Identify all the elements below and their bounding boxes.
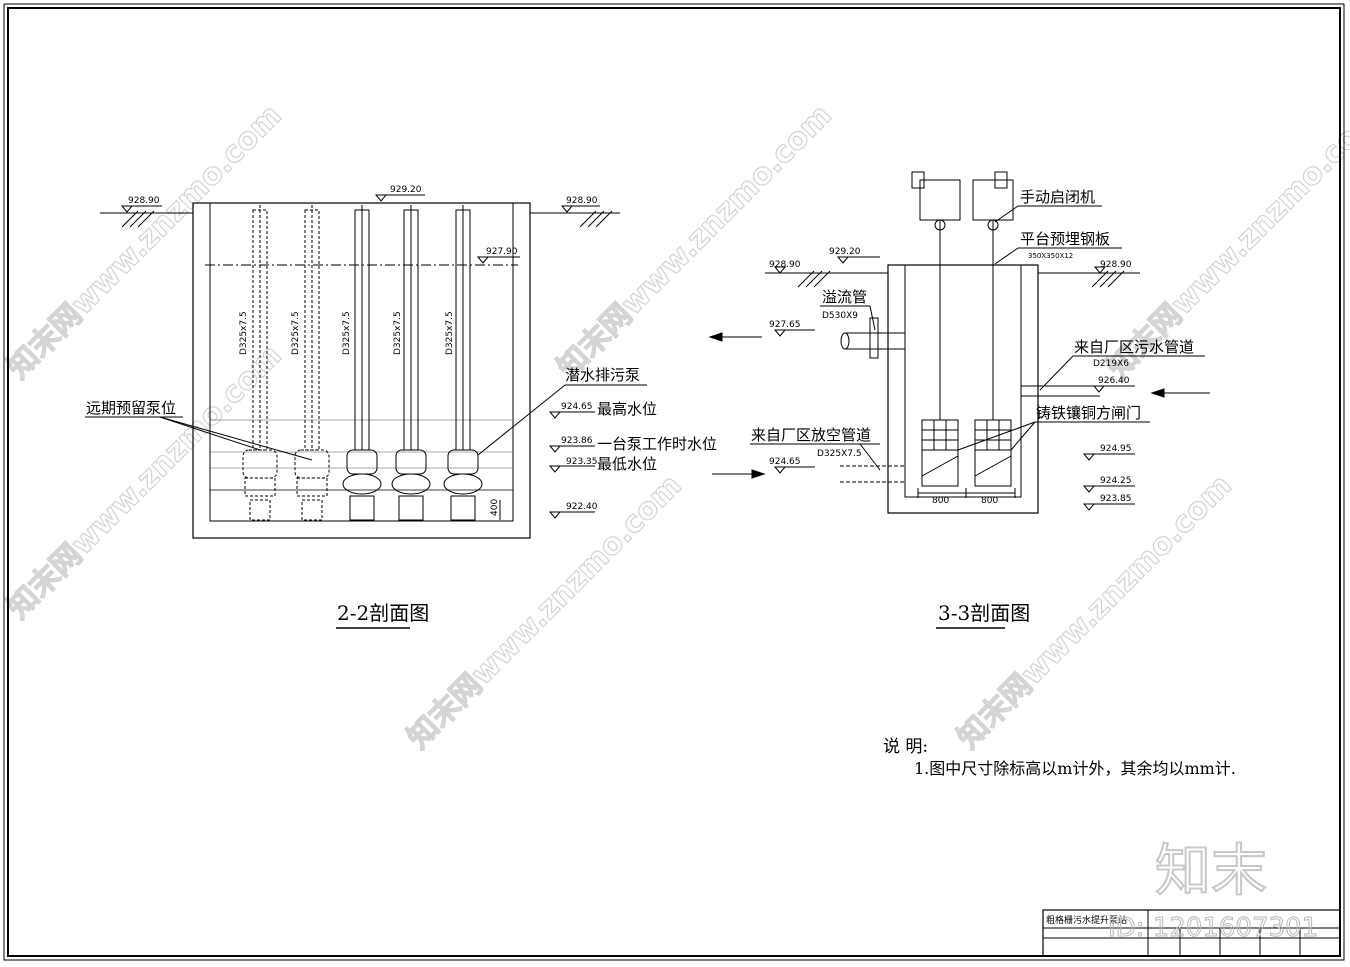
- overflow-pipe: [840, 317, 905, 359]
- label-max-level: 最高水位: [597, 400, 657, 418]
- label-inlet-pipe: 来自厂区污水管道: [1074, 338, 1194, 356]
- elevation-marker: 924.25: [1082, 476, 1135, 493]
- drain-pipe: [840, 465, 905, 483]
- id-watermark: ID: 1201607301: [1108, 913, 1318, 943]
- pipe-label: D325x7.5: [445, 311, 455, 355]
- pipe-label: D325x7.5: [239, 311, 249, 355]
- flow-arrow-out: [708, 332, 762, 342]
- elevation-marker: 924.65: [769, 457, 815, 474]
- leader-lines: [750, 205, 1205, 471]
- svg-text:923.86: 923.86: [561, 436, 593, 446]
- svg-text:924.65: 924.65: [561, 402, 593, 412]
- ground-hatch-right: [579, 210, 613, 228]
- svg-text:924.95: 924.95: [1100, 444, 1132, 454]
- label-min-level: 最低水位: [597, 455, 657, 473]
- pump-1: [342, 205, 382, 521]
- label-inlet-size: D219X6: [1093, 359, 1129, 369]
- elevation-marker: 927.65: [769, 320, 815, 337]
- hoist-2: [972, 171, 1014, 265]
- pipe-label: D325x7.5: [342, 311, 352, 355]
- label-reserved-pumps: 远期预留泵位: [86, 399, 176, 417]
- ground-hatch-left: [797, 270, 831, 288]
- chamber-outer-wall: [887, 264, 1039, 514]
- svg-text:926.40: 926.40: [1098, 376, 1130, 386]
- title-section-3-3: 3-3剖面图: [938, 601, 1030, 625]
- elevation-marker: 929.20: [829, 247, 880, 264]
- svg-text:929.20: 929.20: [390, 185, 422, 195]
- elevation-marker: 924.95: [1082, 444, 1135, 461]
- flow-arrow-in: [1150, 388, 1210, 398]
- elevation-marker: 923.86: [548, 436, 595, 453]
- notes-heading: 说 明:: [883, 737, 928, 757]
- gate-1: [921, 419, 959, 487]
- svg-text:927.65: 927.65: [769, 320, 801, 330]
- flow-arrow-drain: [712, 469, 766, 479]
- svg-text:928.90: 928.90: [1100, 260, 1132, 270]
- section-3-3: 929.20 928.90 928.90 927.65 926.40 924.6…: [708, 171, 1210, 629]
- pump-2: [391, 205, 431, 521]
- elevation-marker: 923.85: [1082, 494, 1135, 511]
- gate-2: [974, 419, 1012, 487]
- label-hoist: 手动启闭机: [1020, 188, 1095, 206]
- elevation-marker: 928.90: [120, 196, 162, 213]
- elevation-marker: 927.90: [476, 247, 520, 264]
- svg-text:924.65: 924.65: [769, 457, 801, 467]
- label-overflow-pipe: 溢流管: [822, 288, 867, 306]
- svg-text:400: 400: [490, 499, 500, 516]
- svg-text:929.20: 929.20: [829, 247, 861, 257]
- elevation-marker: 922.40: [548, 502, 598, 519]
- svg-text:923.35: 923.35: [566, 457, 598, 467]
- inner-border: [7, 7, 1341, 957]
- svg-text:928.90: 928.90: [566, 196, 598, 206]
- label-steel-plate-size: 350X350X12: [1028, 252, 1073, 260]
- elevation-marker: 926.40: [1092, 376, 1135, 393]
- dimension-400: 400: [490, 499, 501, 520]
- svg-text:928.90: 928.90: [128, 196, 160, 206]
- elevation-marker: 923.35: [548, 457, 598, 473]
- reserved-pump-2: [294, 205, 330, 521]
- label-overflow-size: D530X9: [822, 311, 858, 321]
- hoist-1: [911, 171, 961, 265]
- watermark-text: 知末网www.znzmo.com: [401, 468, 689, 756]
- elevation-marker: 928.90: [1093, 260, 1132, 274]
- label-gate: 铸铁镶铜方闸门: [1036, 404, 1141, 422]
- svg-text:927.90: 927.90: [486, 247, 518, 257]
- label-drain-pipe: 来自厂区放空管道: [751, 426, 871, 444]
- title-block-name: 粗格栅污水提升泵站: [1046, 914, 1127, 926]
- chamber-inner-wall: [904, 264, 1022, 498]
- notes: 说 明: 1.图中尺寸除标高以m计外，其余均以mm计.: [883, 737, 1236, 778]
- title-block: 粗格栅污水提升泵站: [1042, 909, 1341, 957]
- elevation-marker: 929.20: [374, 185, 425, 202]
- ground-hatch-right: [1091, 270, 1125, 288]
- ground-hatch-left: [121, 210, 155, 228]
- outer-border: [3, 3, 1345, 961]
- inlet-pipe: [1021, 385, 1100, 397]
- leader-lines: [85, 384, 647, 461]
- elevation-marker: 928.90: [560, 196, 600, 213]
- label-submersible-pump: 潜水排污泵: [565, 366, 640, 384]
- svg-text:923.85: 923.85: [1100, 494, 1132, 504]
- tank-inner-wall: [209, 202, 514, 522]
- dim-label: 800: [981, 496, 998, 506]
- elevation-marker: 924.65: [548, 402, 595, 419]
- watermark-layer: 知末网www.znzmo.com 知末网www.znzmo.com 知末网www…: [0, 97, 1350, 756]
- svg-text:924.25: 924.25: [1100, 476, 1132, 486]
- pipe-label: D325x7.5: [393, 311, 403, 355]
- notes-item: 1.图中尺寸除标高以m计外，其余均以mm计.: [914, 759, 1236, 778]
- watermark-text: 知末网www.znzmo.com: [551, 98, 839, 386]
- section-2-2: D325x7.5 D325x7.5 D325x7.5 D325x7.5 D325…: [85, 185, 717, 629]
- pipe-label: D325x7.5: [291, 311, 301, 355]
- title-section-2-2: 2-2剖面图: [337, 601, 429, 625]
- dim-label: 800: [932, 496, 949, 506]
- svg-text:928.90: 928.90: [769, 260, 801, 270]
- label-steel-plate: 平台预埋钢板: [1020, 230, 1110, 248]
- brand-logo: 知末: [1155, 839, 1267, 904]
- svg-text:922.40: 922.40: [566, 502, 598, 512]
- label-drain-size: D325X7.5: [817, 449, 862, 459]
- pump-3: [443, 205, 483, 521]
- dimension-line: [917, 488, 1016, 498]
- elevation-marker: 928.90: [769, 260, 801, 274]
- label-one-pump-level: 一台泵工作时水位: [597, 435, 717, 453]
